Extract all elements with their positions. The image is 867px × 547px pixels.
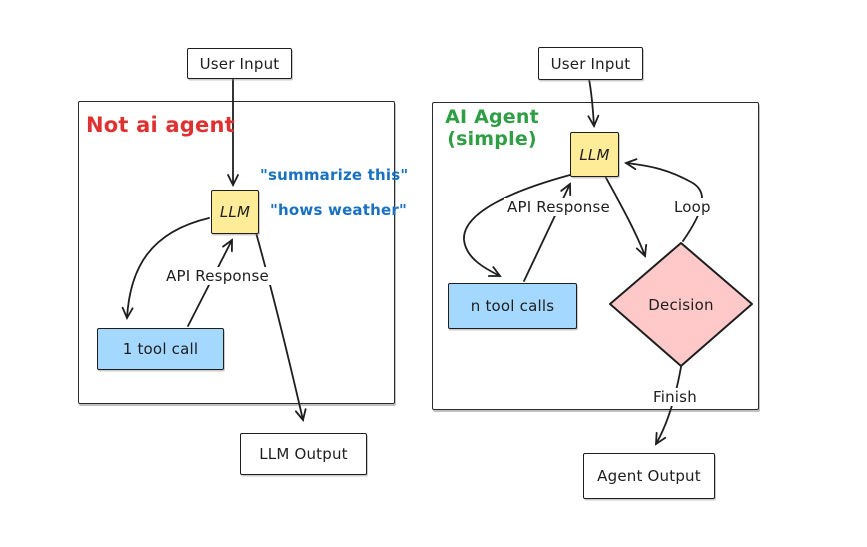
user-input-node-left: User Input — [187, 48, 292, 79]
llm-node-left: LLM — [211, 190, 259, 234]
llm-output-node: LLM Output — [240, 433, 367, 475]
user-input-label-left: User Input — [199, 54, 280, 73]
quote-hows-weather: "hows weather" — [270, 201, 407, 219]
agent-output-node: Agent Output — [583, 453, 715, 499]
llm-label-right: LLM — [579, 145, 610, 164]
not-ai-agent-title: Not ai agent — [86, 113, 235, 137]
not-ai-agent-panel — [78, 101, 395, 404]
n-tool-calls-node: n tool calls — [448, 283, 577, 329]
user-input-label-right: User Input — [550, 54, 631, 73]
agent-output-label: Agent Output — [597, 467, 701, 485]
tool-call-node: 1 tool call — [97, 328, 224, 370]
n-tool-calls-label: n tool calls — [470, 297, 555, 315]
llm-label-left: LLM — [219, 203, 251, 221]
finish-label: Finish — [650, 388, 700, 406]
user-input-node-right: User Input — [538, 47, 643, 80]
tool-call-label: 1 tool call — [122, 340, 199, 358]
decision-diamond-shape — [609, 242, 753, 367]
ai-agent-title: AI Agent (simple) — [444, 106, 540, 150]
ai-agent-panel — [432, 102, 759, 410]
decision-label: Decision — [648, 295, 714, 314]
llm-node-right: LLM — [570, 132, 619, 177]
api-response-label-right: API Response — [504, 198, 613, 216]
api-response-label-left: API Response — [163, 267, 272, 285]
quote-summarize-this: "summarize this" — [260, 166, 409, 184]
llm-output-label: LLM Output — [259, 445, 348, 463]
decision-node: Decision — [608, 241, 754, 368]
ai-agent-title-line1: AI Agent — [445, 106, 539, 128]
loop-label: Loop — [671, 198, 714, 216]
ai-agent-title-line2: (simple) — [447, 128, 537, 150]
